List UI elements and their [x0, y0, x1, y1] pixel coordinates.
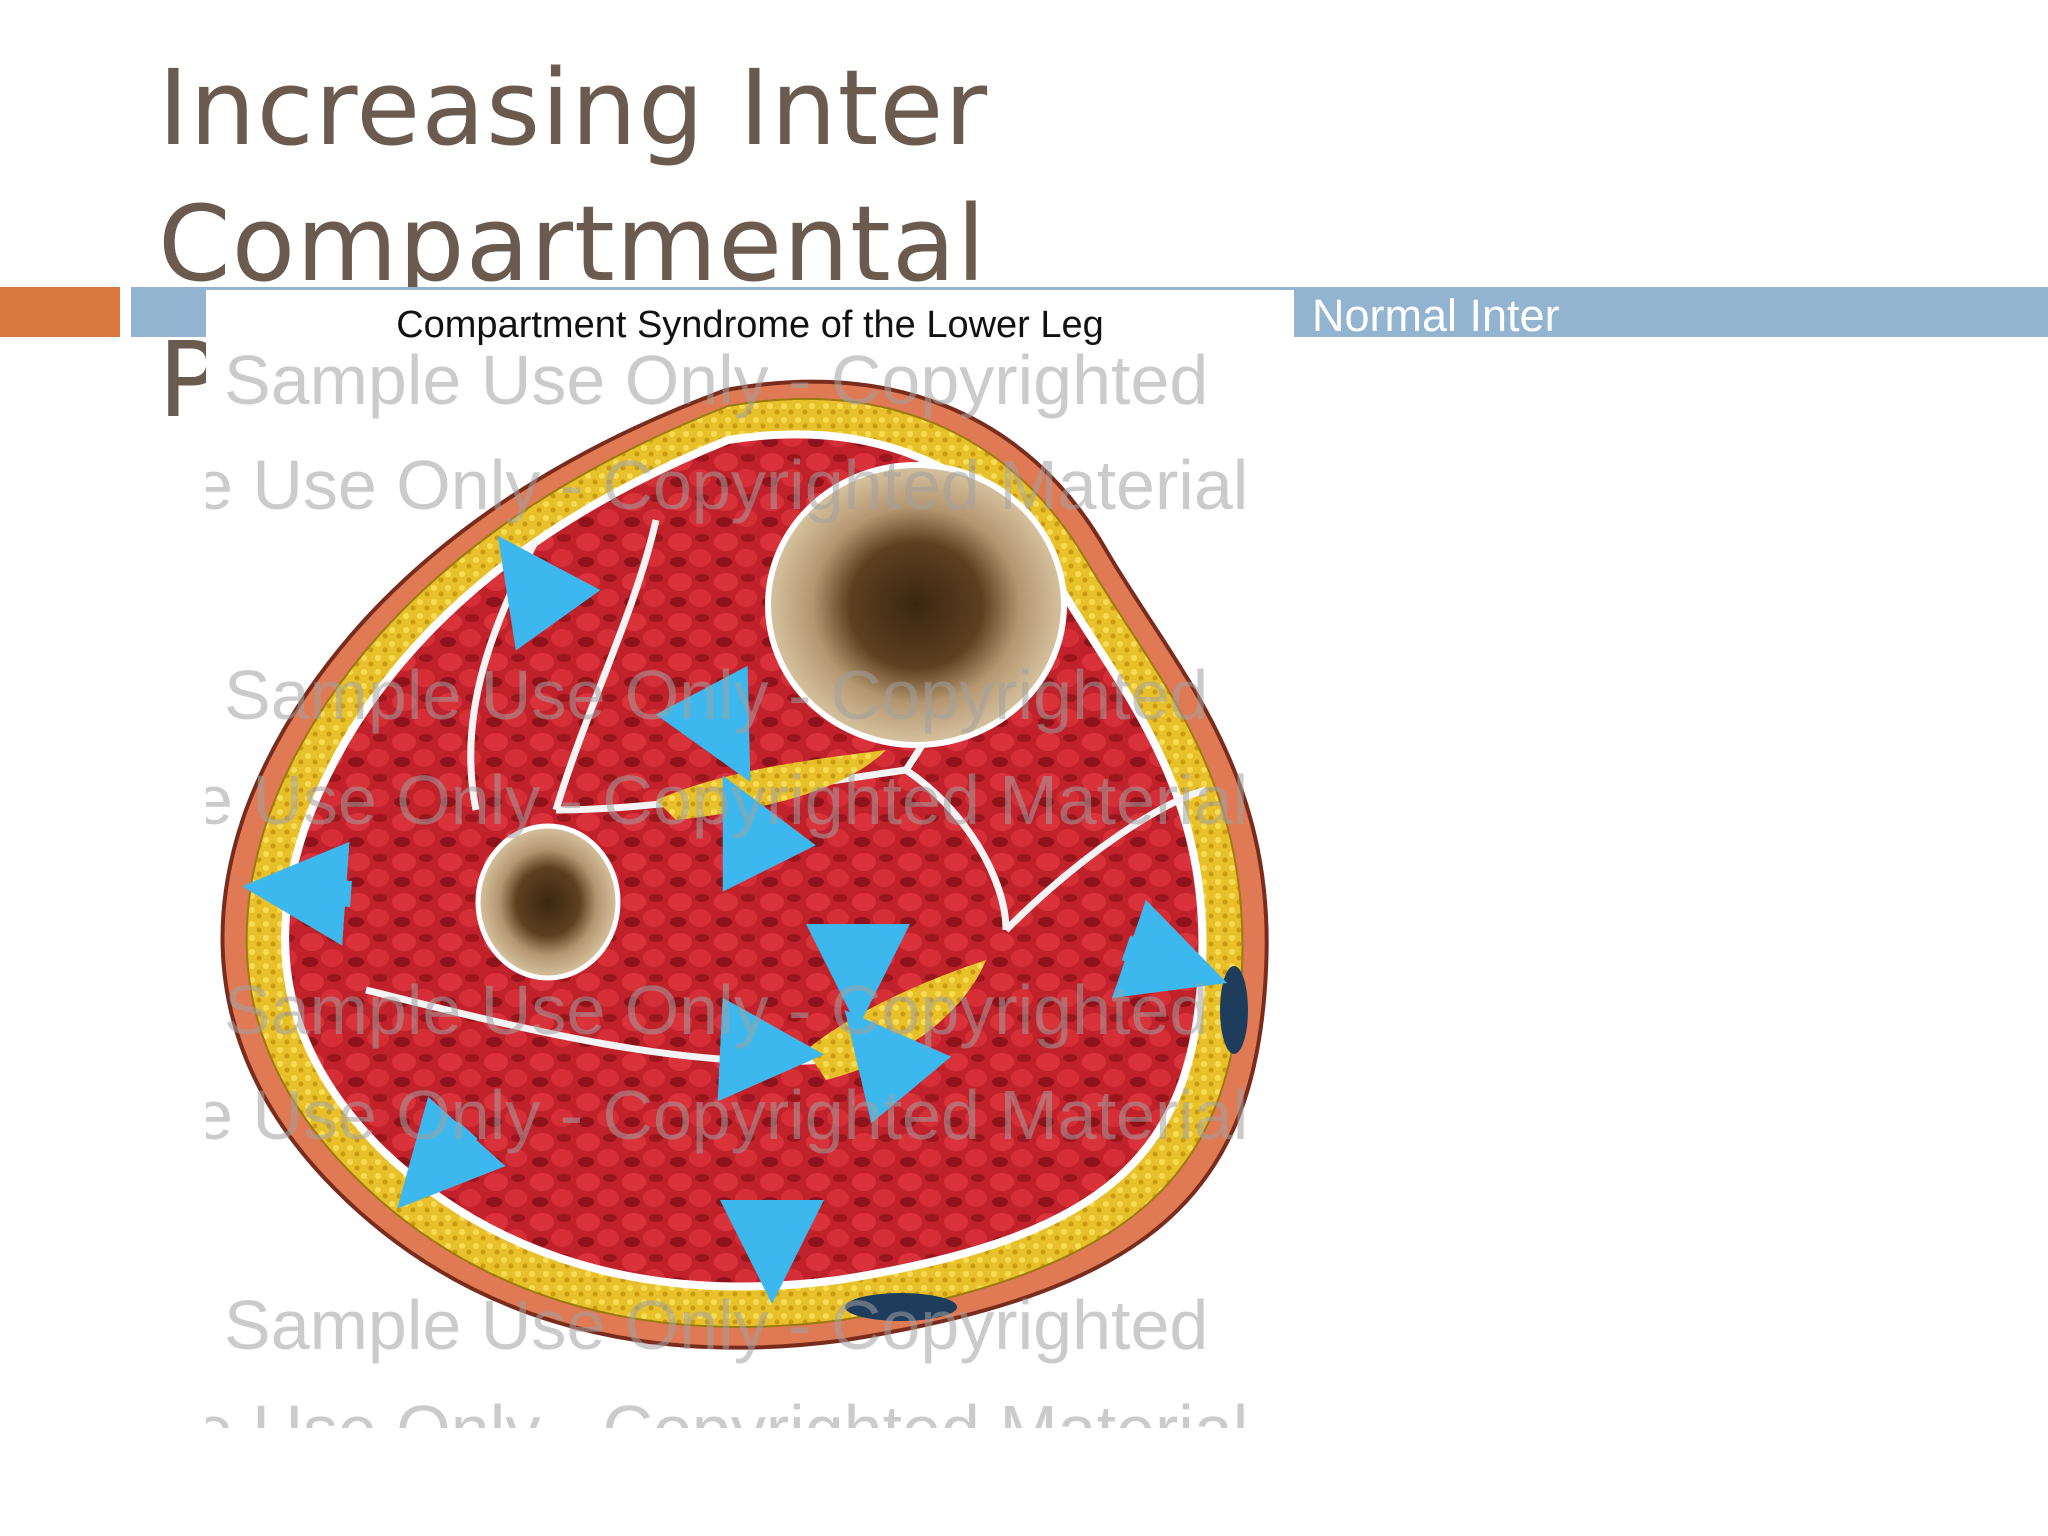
vein-posterior: [845, 1293, 957, 1321]
pressure-arrow-1: [497, 535, 601, 651]
anatomy-figure: Compartment Syndrome of the Lower Leg: [206, 287, 1294, 1428]
pressure-arrow-6: [717, 997, 824, 1102]
pressure-arrow-7: [844, 1010, 952, 1124]
slide-title-line1: Increasing Inter Compartmental: [158, 47, 989, 305]
pressure-arrow-3: [655, 665, 751, 782]
pressure-arrow-4: [722, 775, 816, 892]
accent-bar-orange: [0, 287, 120, 337]
pressure-arrow-8: [1111, 899, 1228, 999]
pressure-arrow-9: [397, 1096, 506, 1209]
figure-title: Compartment Syndrome of the Lower Leg: [396, 304, 1104, 346]
fibula-bone: [475, 823, 621, 981]
leg-cross-section-illustration: [220, 379, 1269, 1350]
pressure-arrows: [242, 535, 1228, 1304]
tibia-bone: [765, 462, 1067, 748]
vein-lateral: [1220, 966, 1248, 1054]
caption-text: Normal Inter: [1312, 290, 1560, 341]
pressure-arrow-2: [242, 841, 352, 946]
